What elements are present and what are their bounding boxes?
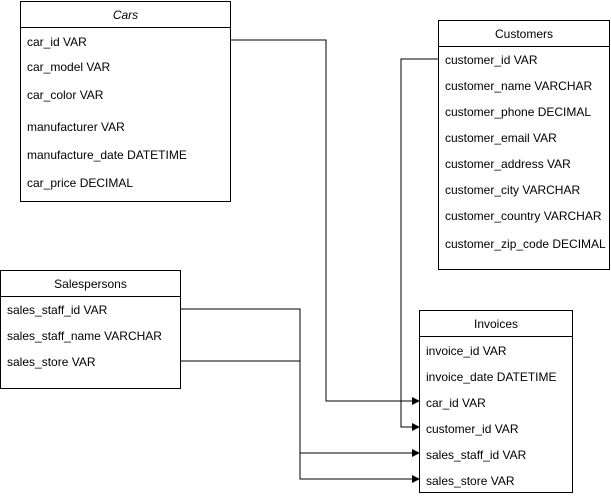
field: car_model VAR xyxy=(27,60,111,74)
field: sales_staff_id VAR xyxy=(426,448,527,462)
connector-car-id xyxy=(230,39,420,405)
field: sales_store VAR xyxy=(7,355,96,369)
field: customer_address VAR xyxy=(445,157,571,171)
field: customer_name VARCHAR xyxy=(445,79,593,93)
field: customer_email VAR xyxy=(445,131,557,145)
entity-title: Invoices xyxy=(420,311,572,337)
entity-salespersons[interactable]: Salespersons sales_staff_id VAR sales_st… xyxy=(0,270,181,389)
field: car_id VAR xyxy=(27,35,87,49)
connector-customer-id xyxy=(400,58,439,431)
entity-invoices[interactable]: Invoices invoice_id VAR invoice_date DAT… xyxy=(419,310,573,493)
field: customer_phone DECIMAL xyxy=(445,105,592,119)
entity-title: Customers xyxy=(439,21,609,47)
field: customer_id VAR xyxy=(445,53,538,67)
field: sales_staff_id VAR xyxy=(7,303,108,317)
entity-customers[interactable]: Customers customer_id VAR customer_name … xyxy=(438,20,610,270)
field: customer_city VARCHAR xyxy=(445,183,581,197)
field: car_id VAR xyxy=(426,396,486,410)
field: manufacture_date DATETIME xyxy=(27,148,187,162)
connector-sales-store xyxy=(180,360,420,483)
field: manufacturer VAR xyxy=(27,120,125,134)
entity-cars[interactable]: Cars car_id VAR car_model VAR car_color … xyxy=(20,1,231,202)
field: sales_store VAR xyxy=(426,474,515,488)
field: car_color VAR xyxy=(27,88,104,102)
field: customer_id VAR xyxy=(426,422,519,436)
entity-title: Salespersons xyxy=(1,271,180,297)
entity-title: Cars xyxy=(21,2,230,28)
field: sales_staff_name VARCHAR xyxy=(7,329,162,343)
field: customer_country VARCHAR xyxy=(445,209,602,223)
field: customer_zip_code DECIMAL xyxy=(445,237,606,251)
field: car_price DECIMAL xyxy=(27,176,134,190)
field: invoice_date DATETIME xyxy=(426,370,557,384)
field: invoice_id VAR xyxy=(426,344,507,358)
